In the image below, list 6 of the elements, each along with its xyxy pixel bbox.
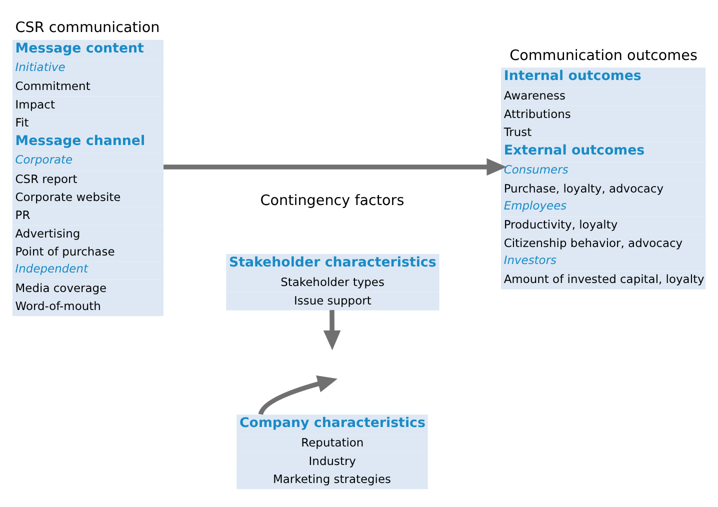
node-label: Communication outcomes <box>510 48 698 64</box>
node-label: CSR communication <box>15 20 160 36</box>
arrow <box>164 158 507 176</box>
arrow <box>258 375 338 416</box>
label: Contingency factors <box>260 192 404 209</box>
arrow <box>323 310 341 350</box>
